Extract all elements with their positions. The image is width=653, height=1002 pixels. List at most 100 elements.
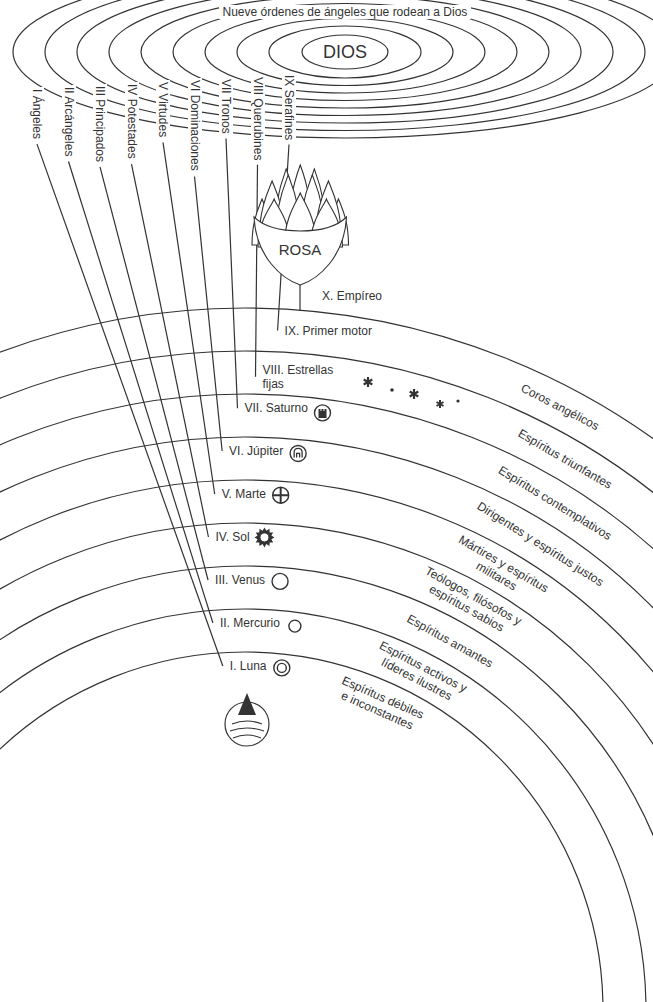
label-text: I. Luna (230, 659, 267, 673)
label-text: IX Serafines (282, 75, 296, 140)
sphere-circle (0, 609, 646, 1002)
diagram-title: Nueve órdenes de ángeles que rodean a Di… (219, 5, 472, 19)
order-ring (237, 19, 453, 86)
sphere-circle (0, 394, 653, 1002)
order-line (255, 165, 257, 377)
rose-node: ROSA (252, 165, 349, 287)
mars-cross (273, 487, 289, 503)
heavenly-spheres (0, 308, 653, 1002)
label-text: IV. Sol (215, 530, 249, 544)
star-symbol (364, 377, 373, 387)
venus-symbol (272, 573, 288, 589)
label-text: VII Tronos (219, 79, 233, 134)
label-text: VIII Querubines (251, 77, 265, 160)
god-ellipse (302, 35, 388, 69)
angel-order-label: VI Dominaciones (188, 78, 202, 173)
saturn-tower (319, 409, 327, 418)
label-text: Coros angélicos (519, 381, 602, 433)
order-ring (269, 26, 421, 78)
label-text: II Arcángeles (62, 87, 76, 156)
purgatory-mountain (238, 693, 256, 715)
order-ring (109, 0, 581, 116)
order-line (100, 167, 208, 580)
mercury-symbol (289, 620, 301, 632)
sphere-label: III. Venus (215, 573, 265, 587)
rose-stem (299, 285, 300, 311)
star-dot (390, 388, 394, 392)
mars-circle (273, 487, 289, 503)
venus-circle (272, 573, 288, 589)
node-text: DIOS (323, 42, 367, 63)
god-node: DIOS (301, 34, 389, 70)
sphere-circle (0, 351, 653, 1002)
earth-waves (230, 721, 264, 738)
saturn-circle (315, 405, 331, 421)
mars-symbol (273, 487, 289, 503)
fixed-stars (364, 377, 460, 408)
sphere-label: X. Empíreo (322, 289, 382, 303)
moon-inner (277, 663, 286, 672)
angel-order-label: V Virtudes (156, 80, 170, 139)
order-line (69, 161, 213, 623)
sphere-label: VIII. Estrellas fijas (262, 363, 346, 391)
star-dot (456, 399, 459, 402)
angel-order-label: II Arcángeles (62, 85, 76, 158)
saturn-symbol (315, 405, 331, 421)
jupiter-mark (294, 448, 302, 457)
label-text: IX. Primer motor (285, 324, 372, 338)
order-ring (205, 11, 485, 93)
label-text: IV Potestades (125, 84, 139, 159)
sun-rays (254, 527, 274, 547)
sphere-label: IX. Primer motor (285, 324, 372, 338)
label-text: V Virtudes (156, 82, 170, 137)
angel-order-label: I Ángeles (30, 87, 44, 141)
sphere-label: VII. Saturno (245, 401, 308, 415)
sphere-circle (0, 566, 653, 1002)
sphere-label: I. Luna (230, 659, 267, 673)
label-text: III. Venus (215, 573, 265, 587)
title-text: Nueve órdenes de ángeles que rodean a Di… (223, 5, 468, 19)
rose-petal (254, 217, 346, 285)
sun-core (260, 533, 269, 542)
label-text: II. Mercurio (220, 616, 280, 630)
label-text: I Ángeles (30, 89, 44, 139)
angel-order-label: VII Tronos (219, 77, 233, 136)
souls-label: Coros angélicos (519, 381, 602, 433)
order-line (195, 176, 223, 451)
jupiter-circle (290, 445, 306, 461)
sphere-circle (0, 652, 603, 1002)
earth-symbol (225, 693, 269, 746)
order-line (132, 164, 209, 537)
label-text: VI. Júpiter (229, 444, 283, 458)
star-symbol (437, 400, 444, 408)
order-ring (13, 0, 653, 138)
label-text: VI Dominaciones (188, 80, 202, 171)
rose-outline (252, 165, 349, 287)
moon-circle (274, 660, 290, 676)
angel-order-label: IX Serafines (282, 73, 296, 142)
label-text: X. Empíreo (322, 289, 382, 303)
sphere-circle (0, 480, 653, 1002)
jupiter-symbol (290, 445, 306, 461)
order-line (163, 142, 215, 494)
star-symbol (410, 389, 419, 399)
angel-order-rings (13, 0, 653, 138)
sphere-label: II. Mercurio (220, 616, 280, 630)
angel-order-label: VIII Querubines (251, 75, 265, 162)
label-text: VII. Saturno (245, 401, 308, 415)
sphere-label: V. Marte (222, 487, 266, 501)
sphere-circle (0, 437, 653, 1002)
sun-symbol (254, 527, 274, 547)
mercury-circle (289, 620, 301, 632)
sphere-label: VI. Júpiter (229, 444, 283, 458)
label-text: III Principados (93, 86, 107, 162)
sphere-circle (0, 523, 653, 1002)
order-line (226, 139, 238, 409)
angel-order-label: III Principados (93, 84, 107, 164)
moon-symbol (274, 660, 290, 676)
node-text: ROSA (279, 241, 322, 259)
label-text: VIII. Estrellas fijas (262, 363, 333, 391)
label-text: V. Marte (222, 487, 266, 501)
